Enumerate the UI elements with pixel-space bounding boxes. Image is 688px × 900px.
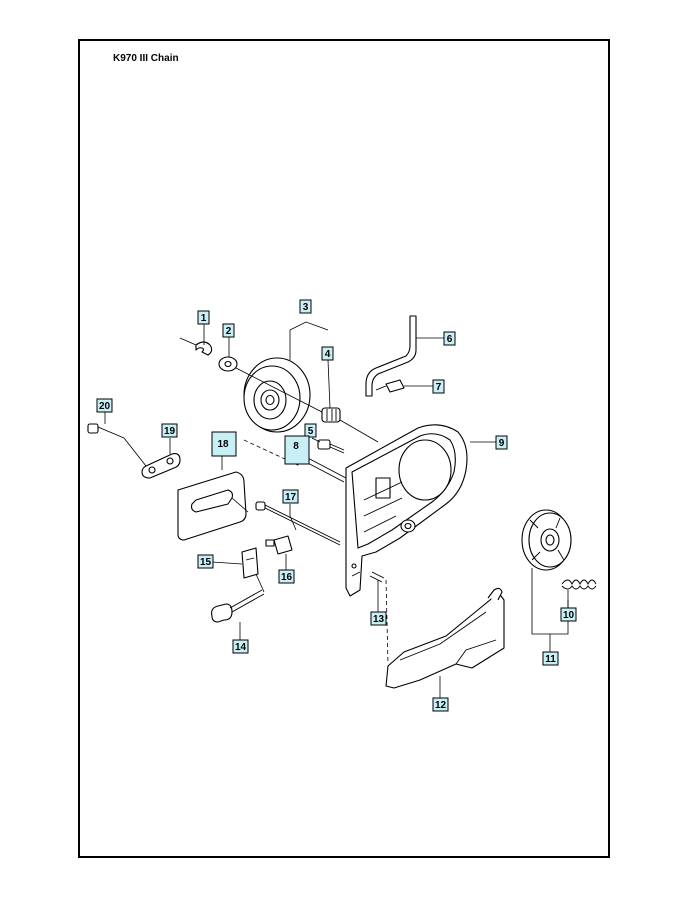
callout-text: 15 xyxy=(200,557,212,568)
part-clip xyxy=(241,547,259,579)
part-belt-guard xyxy=(385,587,505,689)
part-nut-block xyxy=(265,535,293,555)
callout-text: 2 xyxy=(226,326,232,337)
callout-text: 7 xyxy=(436,382,442,393)
callout-8: 8 xyxy=(284,435,310,465)
callout-text: 5 xyxy=(308,426,314,437)
part-guide-plate xyxy=(177,471,249,541)
callout-text: 17 xyxy=(285,492,297,503)
callout-text: 9 xyxy=(499,438,505,449)
callout-2: 2 xyxy=(222,323,235,338)
callout-text: 16 xyxy=(281,572,293,583)
diagram-title: K970 III Chain xyxy=(113,53,179,64)
part-link-plate xyxy=(141,453,181,479)
callout-text: 13 xyxy=(373,614,385,625)
part-pulley xyxy=(243,357,311,433)
callout-14: 14 xyxy=(232,639,249,654)
callout-6: 6 xyxy=(443,331,456,346)
callout-17: 17 xyxy=(282,489,299,504)
callout-10: 10 xyxy=(560,607,577,622)
callout-text: 10 xyxy=(563,610,575,621)
callout-text: 14 xyxy=(235,642,247,653)
callout-text: 8 xyxy=(293,441,299,452)
callout-9: 9 xyxy=(495,435,508,450)
part-spring xyxy=(561,579,597,590)
callout-19: 19 xyxy=(161,423,178,438)
callout-15: 15 xyxy=(197,554,214,569)
callout-1: 1 xyxy=(197,310,210,325)
part-bent-rod xyxy=(365,315,417,397)
part-long-bolt xyxy=(87,423,147,467)
callout-4: 4 xyxy=(321,346,334,361)
callout-20: 20 xyxy=(96,398,113,413)
part-pin xyxy=(369,571,385,583)
callout-text: 19 xyxy=(164,426,176,437)
part-adjust-bolt xyxy=(255,501,341,546)
part-circlip xyxy=(179,337,213,356)
callout-18: 18 xyxy=(211,431,237,457)
callout-text: 18 xyxy=(217,439,229,450)
part-screw xyxy=(375,379,405,393)
callout-13: 13 xyxy=(370,611,387,626)
callout-11: 11 xyxy=(542,651,559,666)
callout-text: 1 xyxy=(201,313,207,324)
callout-text: 20 xyxy=(99,401,111,412)
callout-text: 12 xyxy=(435,700,447,711)
callout-12: 12 xyxy=(432,697,449,712)
part-small-screw xyxy=(317,439,345,454)
part-clutch xyxy=(521,509,572,571)
callout-text: 11 xyxy=(545,654,556,665)
part-washer xyxy=(218,356,238,372)
part-tensioner-screw xyxy=(211,573,265,623)
callout-text: 4 xyxy=(325,349,331,360)
part-needle-bearing xyxy=(321,407,341,423)
page-frame xyxy=(78,39,610,858)
callout-16: 16 xyxy=(278,569,295,584)
callout-text: 6 xyxy=(447,334,453,345)
callout-text: 3 xyxy=(303,302,309,313)
callout-5: 5 xyxy=(304,423,317,438)
part-cutting-arm xyxy=(345,424,468,597)
callout-7: 7 xyxy=(432,379,445,394)
leader-lines xyxy=(104,321,569,698)
callout-3: 3 xyxy=(299,299,312,314)
